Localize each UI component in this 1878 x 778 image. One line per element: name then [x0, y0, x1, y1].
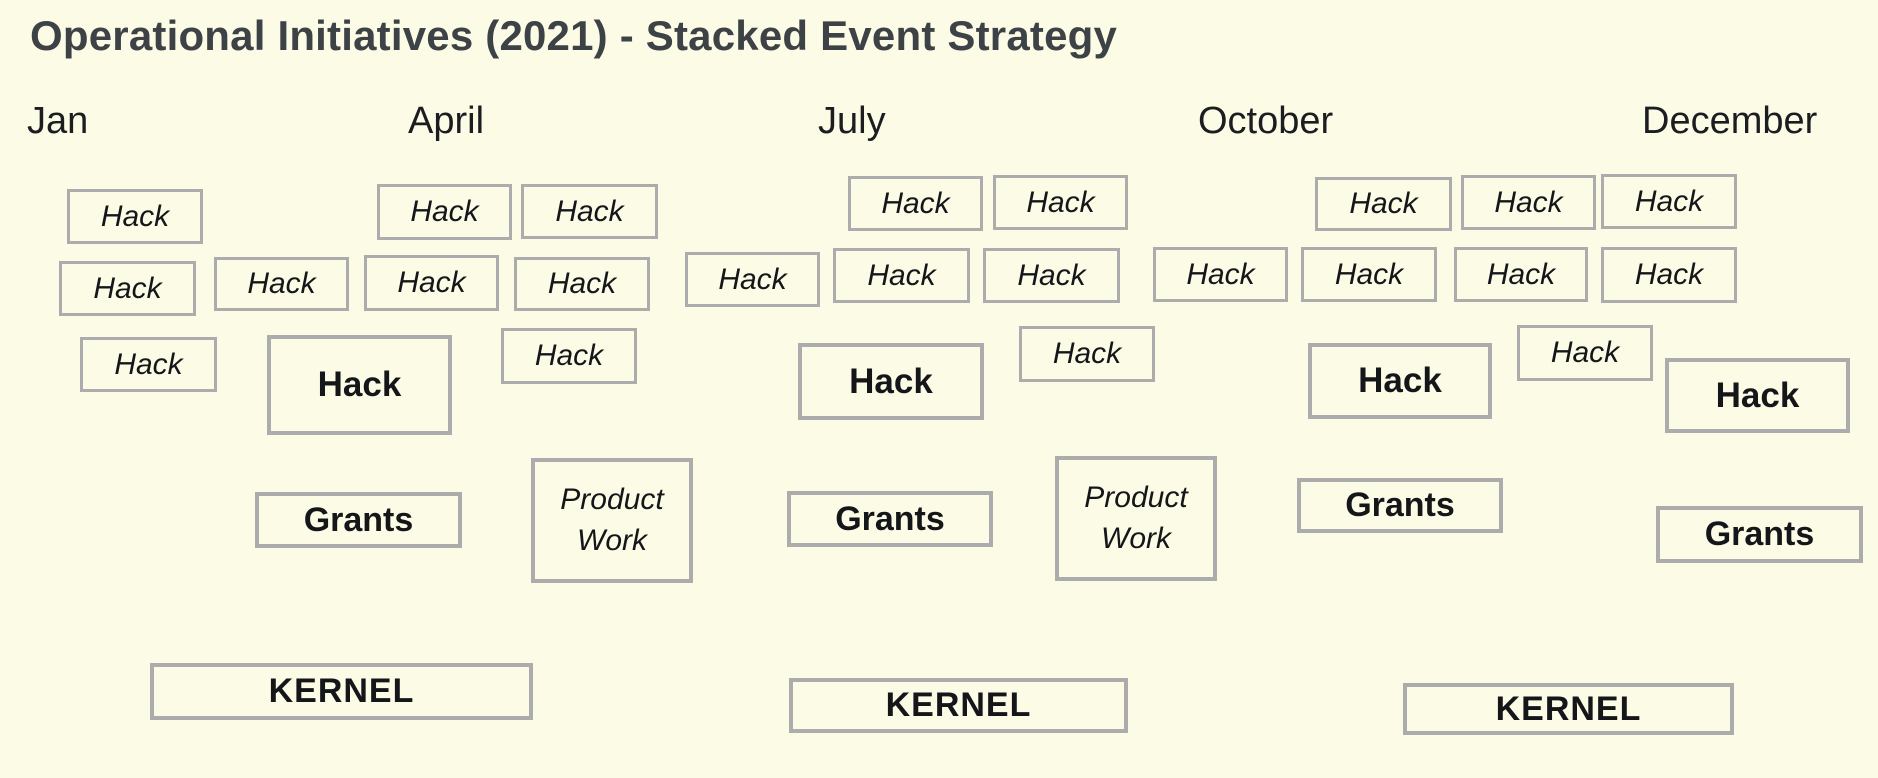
month-label-jan: Jan: [27, 100, 89, 142]
hack-event-box-small: Hack: [833, 248, 970, 303]
hack-event-box-small: Hack: [1454, 247, 1588, 302]
product-work-box: Product Work: [531, 458, 693, 583]
hack-event-box-small: Hack: [848, 176, 983, 231]
hack-event-box-small: Hack: [59, 261, 196, 316]
grants-box: Grants: [787, 491, 993, 547]
hack-event-box-small: Hack: [1019, 326, 1155, 382]
hack-event-box-small: Hack: [364, 255, 499, 311]
hack-event-box-small: Hack: [993, 175, 1128, 230]
kernel-box: KERNEL: [789, 678, 1128, 733]
month-label-october: October: [1198, 100, 1334, 142]
hack-event-box-small: Hack: [521, 184, 658, 239]
kernel-box: KERNEL: [1403, 683, 1734, 735]
product-work-box: Product Work: [1055, 456, 1217, 581]
hack-event-box-large: Hack: [267, 335, 452, 435]
hack-event-box-small: Hack: [1601, 247, 1737, 303]
grants-box: Grants: [255, 492, 462, 548]
hack-event-box-small: Hack: [1301, 247, 1437, 302]
hack-event-box-small: Hack: [1601, 174, 1737, 229]
hack-event-box-large: Hack: [1665, 358, 1850, 433]
grants-box: Grants: [1656, 506, 1863, 563]
month-label-april: April: [408, 100, 485, 142]
hack-event-box-small: Hack: [501, 328, 637, 384]
grants-box: Grants: [1297, 478, 1503, 533]
hack-event-box-small: Hack: [1517, 325, 1653, 381]
hack-event-box-small: Hack: [685, 252, 820, 307]
page-title: Operational Initiatives (2021) - Stacked…: [30, 12, 1118, 59]
month-label-december: December: [1642, 100, 1818, 142]
hack-event-box-small: Hack: [1153, 247, 1288, 302]
hack-event-box-small: Hack: [214, 257, 349, 311]
hack-event-box-small: Hack: [514, 257, 650, 311]
hack-event-box-small: Hack: [67, 189, 203, 244]
hack-event-box-small: Hack: [80, 337, 217, 392]
hack-event-box-small: Hack: [1315, 177, 1452, 231]
hack-event-box-small: Hack: [1461, 175, 1596, 230]
hack-event-box-large: Hack: [798, 343, 984, 420]
hack-event-box-small: Hack: [983, 248, 1120, 303]
hack-event-box-small: Hack: [377, 184, 512, 240]
kernel-box: KERNEL: [150, 663, 533, 720]
month-label-july: July: [818, 100, 886, 142]
hack-event-box-large: Hack: [1308, 343, 1492, 419]
